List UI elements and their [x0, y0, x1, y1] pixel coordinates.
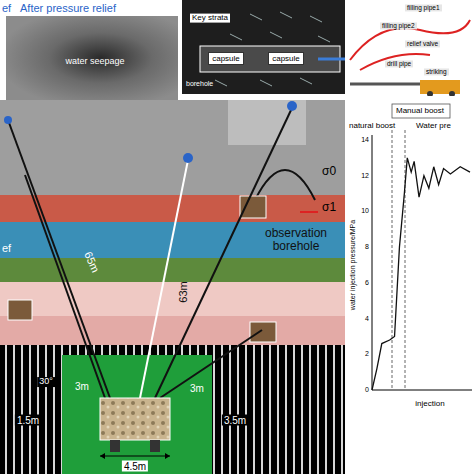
- angle-label: 30°: [37, 377, 55, 387]
- panel-title: ef: [2, 242, 11, 254]
- node-text: capsule: [212, 54, 240, 63]
- tick-label: 8: [365, 243, 369, 251]
- tick-label: 0: [365, 386, 369, 394]
- panel-title: After pressure relief: [20, 2, 116, 14]
- dimension-label: 1.5m: [15, 415, 41, 426]
- axis-title: water injection pressure/MPa: [349, 220, 357, 310]
- panel-title: ef: [2, 2, 11, 14]
- borehole-label: borehole: [186, 80, 213, 88]
- dimension-label: 3.5m: [222, 415, 248, 426]
- part-label: relief valve: [405, 40, 440, 47]
- part-label: filling pipe2: [380, 22, 417, 29]
- stress-label: σ0: [322, 165, 336, 178]
- phase-label: Water pre: [416, 122, 451, 131]
- photo-label: water seepage: [65, 57, 124, 67]
- part-label: filling pipe1: [405, 4, 442, 11]
- tick-label: 4: [365, 315, 369, 323]
- stratum-label: observation borehole: [254, 227, 338, 253]
- node-text: capsule: [272, 54, 300, 63]
- dimension-label: 4.5m: [122, 461, 148, 472]
- tick-label: 2: [365, 350, 369, 358]
- phase-label: natural boost: [349, 122, 395, 131]
- dimension-label: 3m: [190, 383, 204, 394]
- part-label: drill pipe: [385, 60, 413, 67]
- dimension-label: 63m: [177, 281, 189, 302]
- pressure-curve: [372, 158, 470, 390]
- axis-title: injection: [415, 400, 444, 409]
- phase-label: Manual boost: [396, 107, 444, 116]
- stress-label: σ1: [322, 201, 336, 214]
- tick-label: 14: [361, 136, 369, 144]
- part-label: striking: [424, 68, 449, 75]
- capsule-box: capsule: [268, 52, 304, 65]
- tick-label: 10: [361, 208, 369, 216]
- tick-label: 12: [361, 172, 369, 180]
- dimension-label: 3m: [75, 381, 89, 392]
- tick-label: 6: [365, 279, 369, 287]
- capsule-box: capsule: [208, 52, 244, 65]
- strata-label: Key strata: [190, 14, 230, 23]
